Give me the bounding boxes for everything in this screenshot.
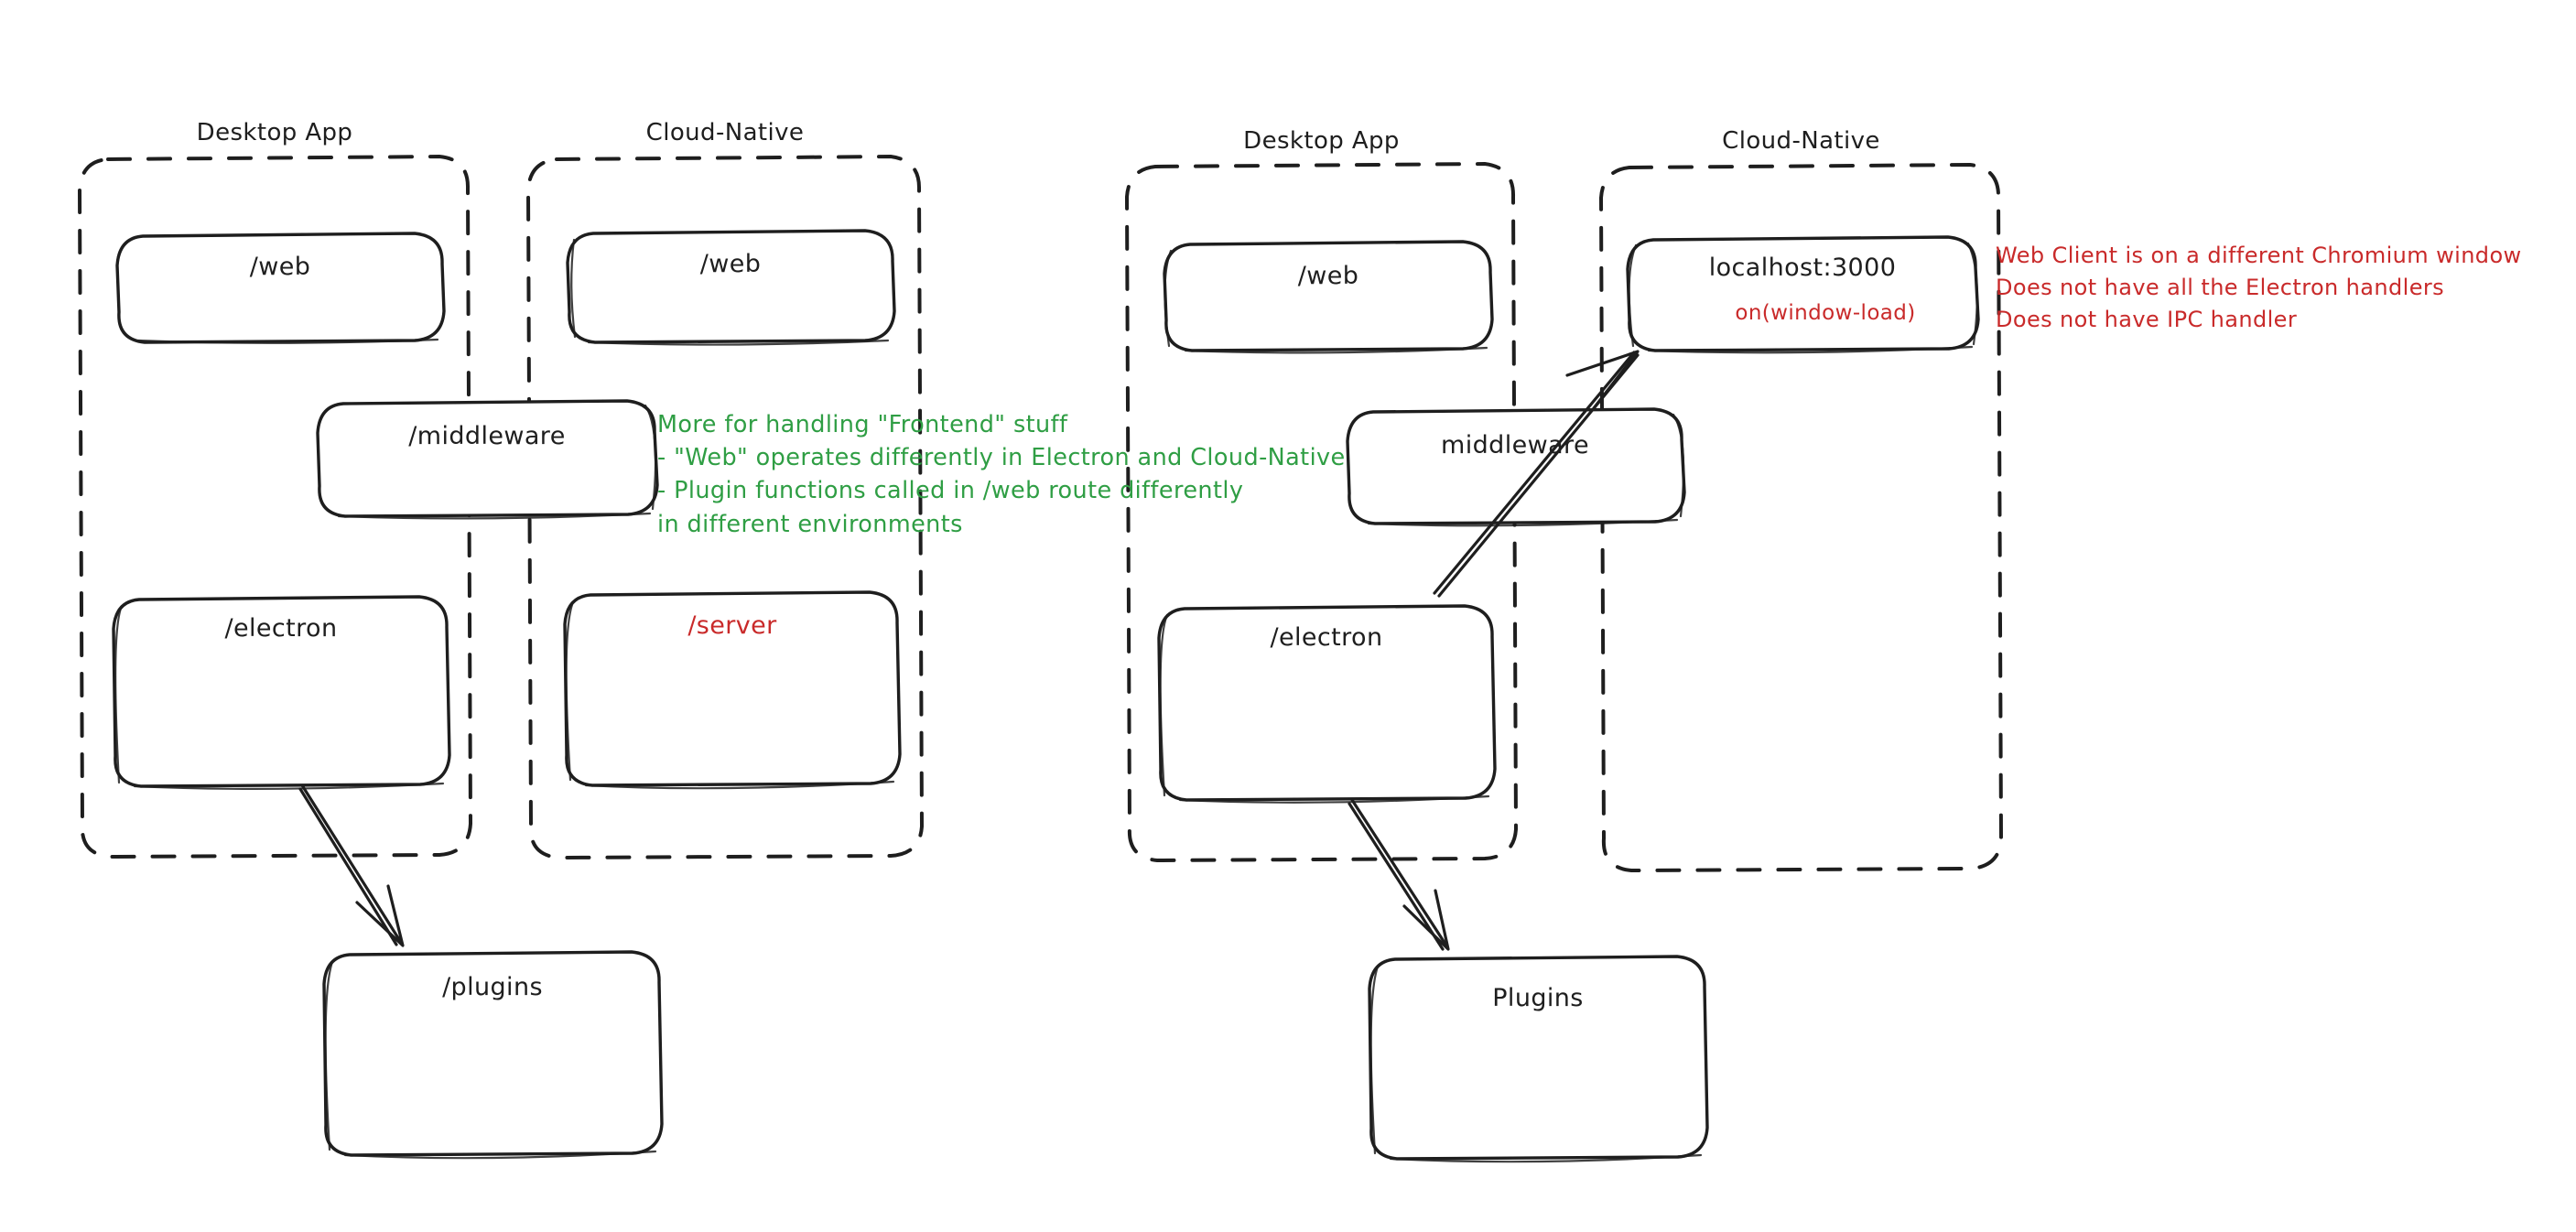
right-group-label-desktop-app: Desktop App xyxy=(1243,127,1400,155)
left-middleware-label: /middleware xyxy=(408,422,566,450)
right-web-desktop-label: /web xyxy=(1297,262,1359,290)
right-middleware-label: middleware xyxy=(1441,431,1589,459)
green-annotation-note: More for handling "Frontend" stuff - "We… xyxy=(657,411,1346,538)
left-server-label: /server xyxy=(687,611,777,640)
right-arrow-electron-to-plugins xyxy=(1348,798,1450,951)
left-electron-label: /electron xyxy=(224,614,338,643)
right-localhost-sublabel: on(window-load) xyxy=(1735,301,1916,325)
left-group-label-desktop-app: Desktop App xyxy=(196,119,353,146)
left-arrow-electron-to-plugins xyxy=(298,784,405,947)
red-annotation-note: Web Client is on a different Chromium wi… xyxy=(1996,243,2522,332)
right-group-label-cloud-native: Cloud-Native xyxy=(1722,127,1880,155)
right-middleware-box xyxy=(1346,407,1686,527)
left-web-desktop-label: /web xyxy=(249,253,311,281)
left-plugins-label: /plugins xyxy=(442,973,543,1001)
right-electron-label: /electron xyxy=(1270,623,1383,652)
left-web-cloud-label: /web xyxy=(699,250,762,278)
left-group-label-cloud-native: Cloud-Native xyxy=(645,119,805,146)
right-plugins-label: Plugins xyxy=(1492,984,1584,1012)
right-localhost-label: localhost:3000 xyxy=(1708,254,1897,282)
right-arrow-electron-to-localhost xyxy=(1433,350,1640,598)
